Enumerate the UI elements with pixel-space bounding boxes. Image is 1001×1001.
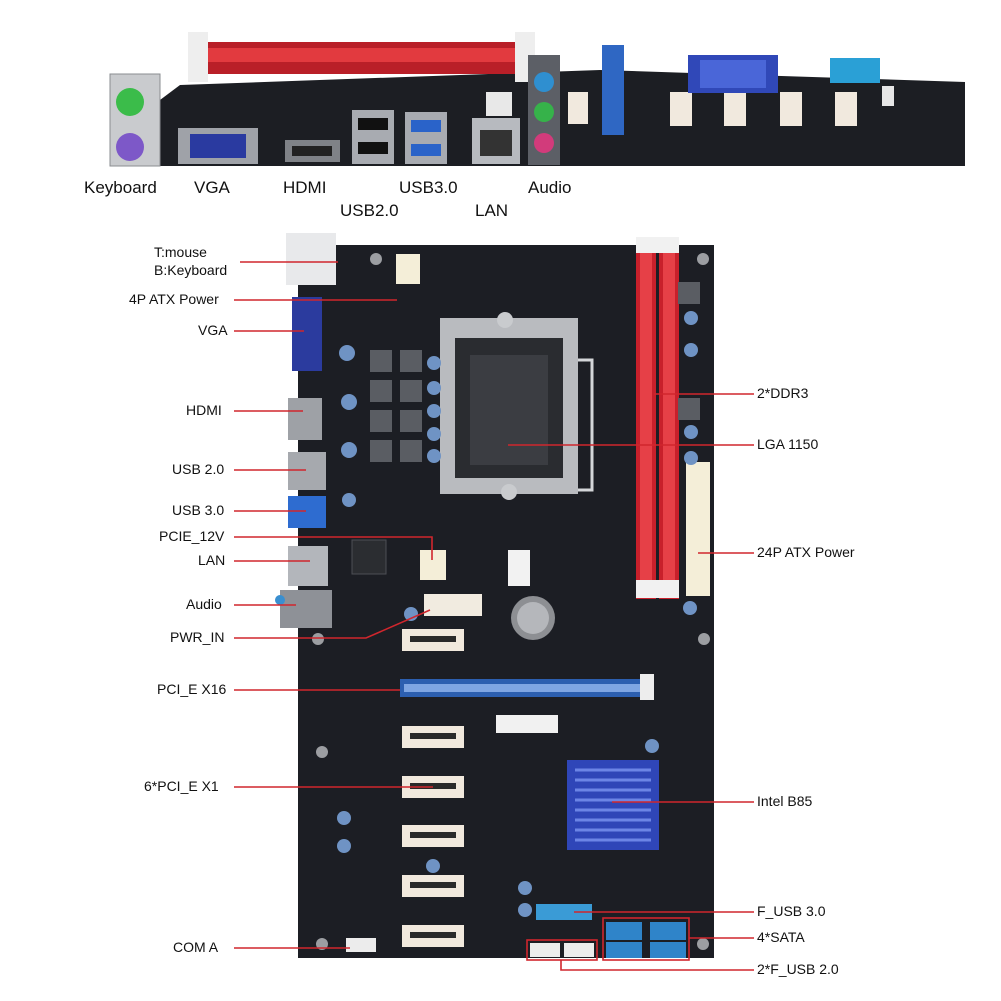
audio-label: Audio — [186, 596, 222, 612]
keyboard-ps2-label: B:Keyboard — [154, 262, 228, 278]
ddr3-label: 2*DDR3 — [757, 385, 809, 401]
lga-label: LGA 1150 — [757, 436, 819, 452]
atx24-label: 24P ATX Power — [757, 544, 855, 560]
hdmi-label: HDMI — [186, 402, 222, 418]
pcie1-label: 6*PCI_E X1 — [144, 778, 219, 794]
vga-label: VGA — [198, 322, 228, 338]
f-usb2-label: 2*F_USB 2.0 — [757, 961, 839, 977]
com-label: COM A — [173, 939, 219, 955]
atx4-label: 4P ATX Power — [129, 291, 219, 307]
lan-label: LAN — [198, 552, 226, 568]
usb30-top-label: USB3.0 — [399, 178, 458, 197]
pcie12v-label: PCIE_12V — [159, 528, 225, 544]
lan-top-label: LAN — [475, 201, 509, 220]
f-usb3-label: F_USB 3.0 — [757, 903, 826, 919]
pwr-in-label: PWR_IN — [170, 629, 225, 645]
usb30-label: USB 3.0 — [172, 502, 225, 518]
keyboard-label: Keyboard — [84, 178, 157, 197]
chipset-label: Intel B85 — [757, 793, 813, 809]
pcie16-label: PCI_E X16 — [157, 681, 227, 697]
hdmi-top-label: HDMI — [283, 178, 327, 197]
usb20-top-label: USB2.0 — [340, 201, 399, 220]
mouse-label: T:mouse — [154, 244, 207, 260]
usb20-label: USB 2.0 — [172, 461, 225, 477]
sata-label: 4*SATA — [757, 929, 805, 945]
vga-top-label: VGA — [194, 178, 230, 197]
audio-top-label: Audio — [528, 178, 572, 197]
